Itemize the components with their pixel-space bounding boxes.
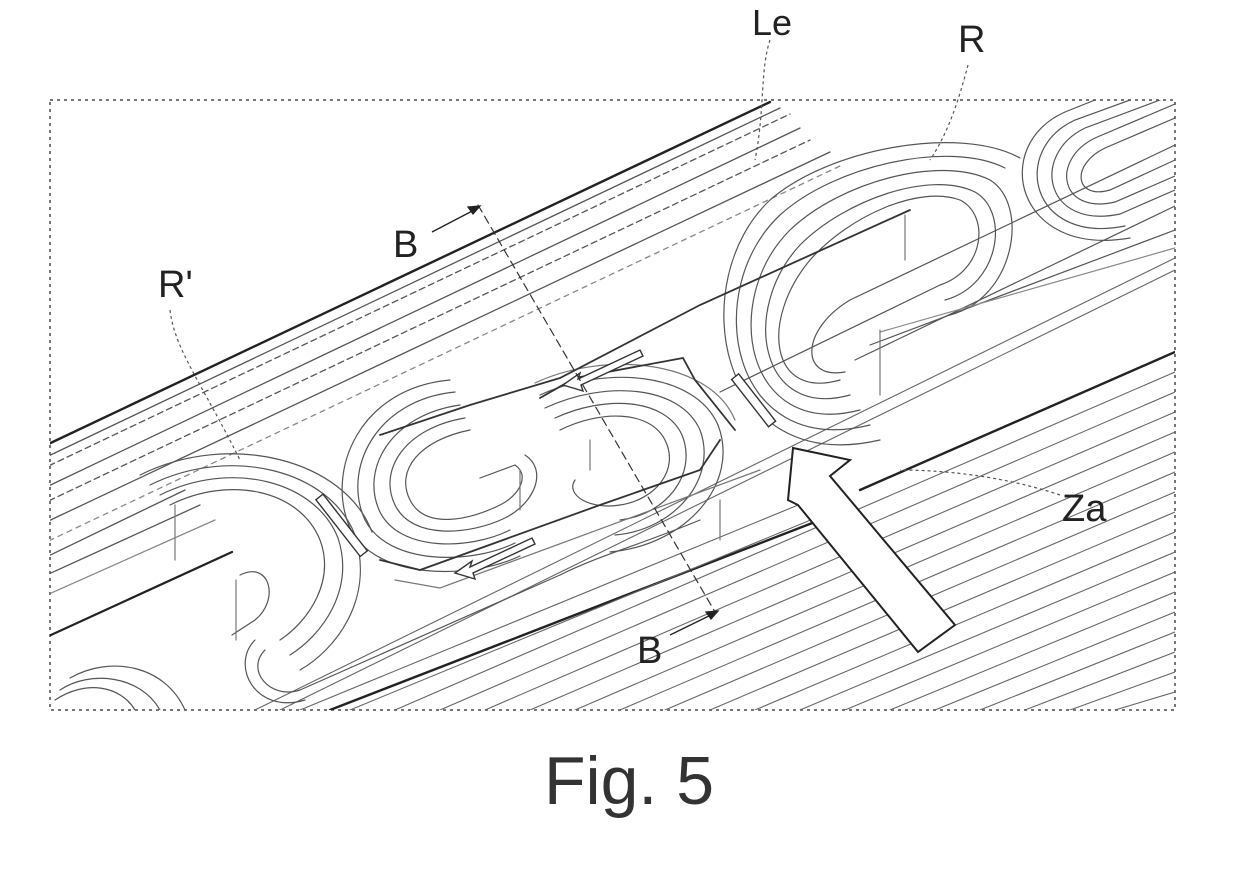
lower-right-hatching	[255, 258, 1175, 710]
flow-arrows	[316, 350, 776, 579]
label-r: R	[958, 19, 985, 61]
top-right-loops	[1022, 100, 1175, 240]
slot-right	[732, 374, 776, 427]
figure-caption: Fig. 5	[0, 742, 1258, 820]
label-za: Za	[1062, 488, 1107, 530]
flow-arrow-lower	[455, 538, 535, 579]
label-b-bottom: B	[637, 630, 662, 672]
label-le: Le	[752, 2, 792, 43]
label-b-top: B	[393, 224, 418, 266]
leader-lines	[170, 40, 1060, 495]
serpentine-r	[720, 143, 1175, 445]
label-r-prime: R'	[158, 264, 193, 306]
